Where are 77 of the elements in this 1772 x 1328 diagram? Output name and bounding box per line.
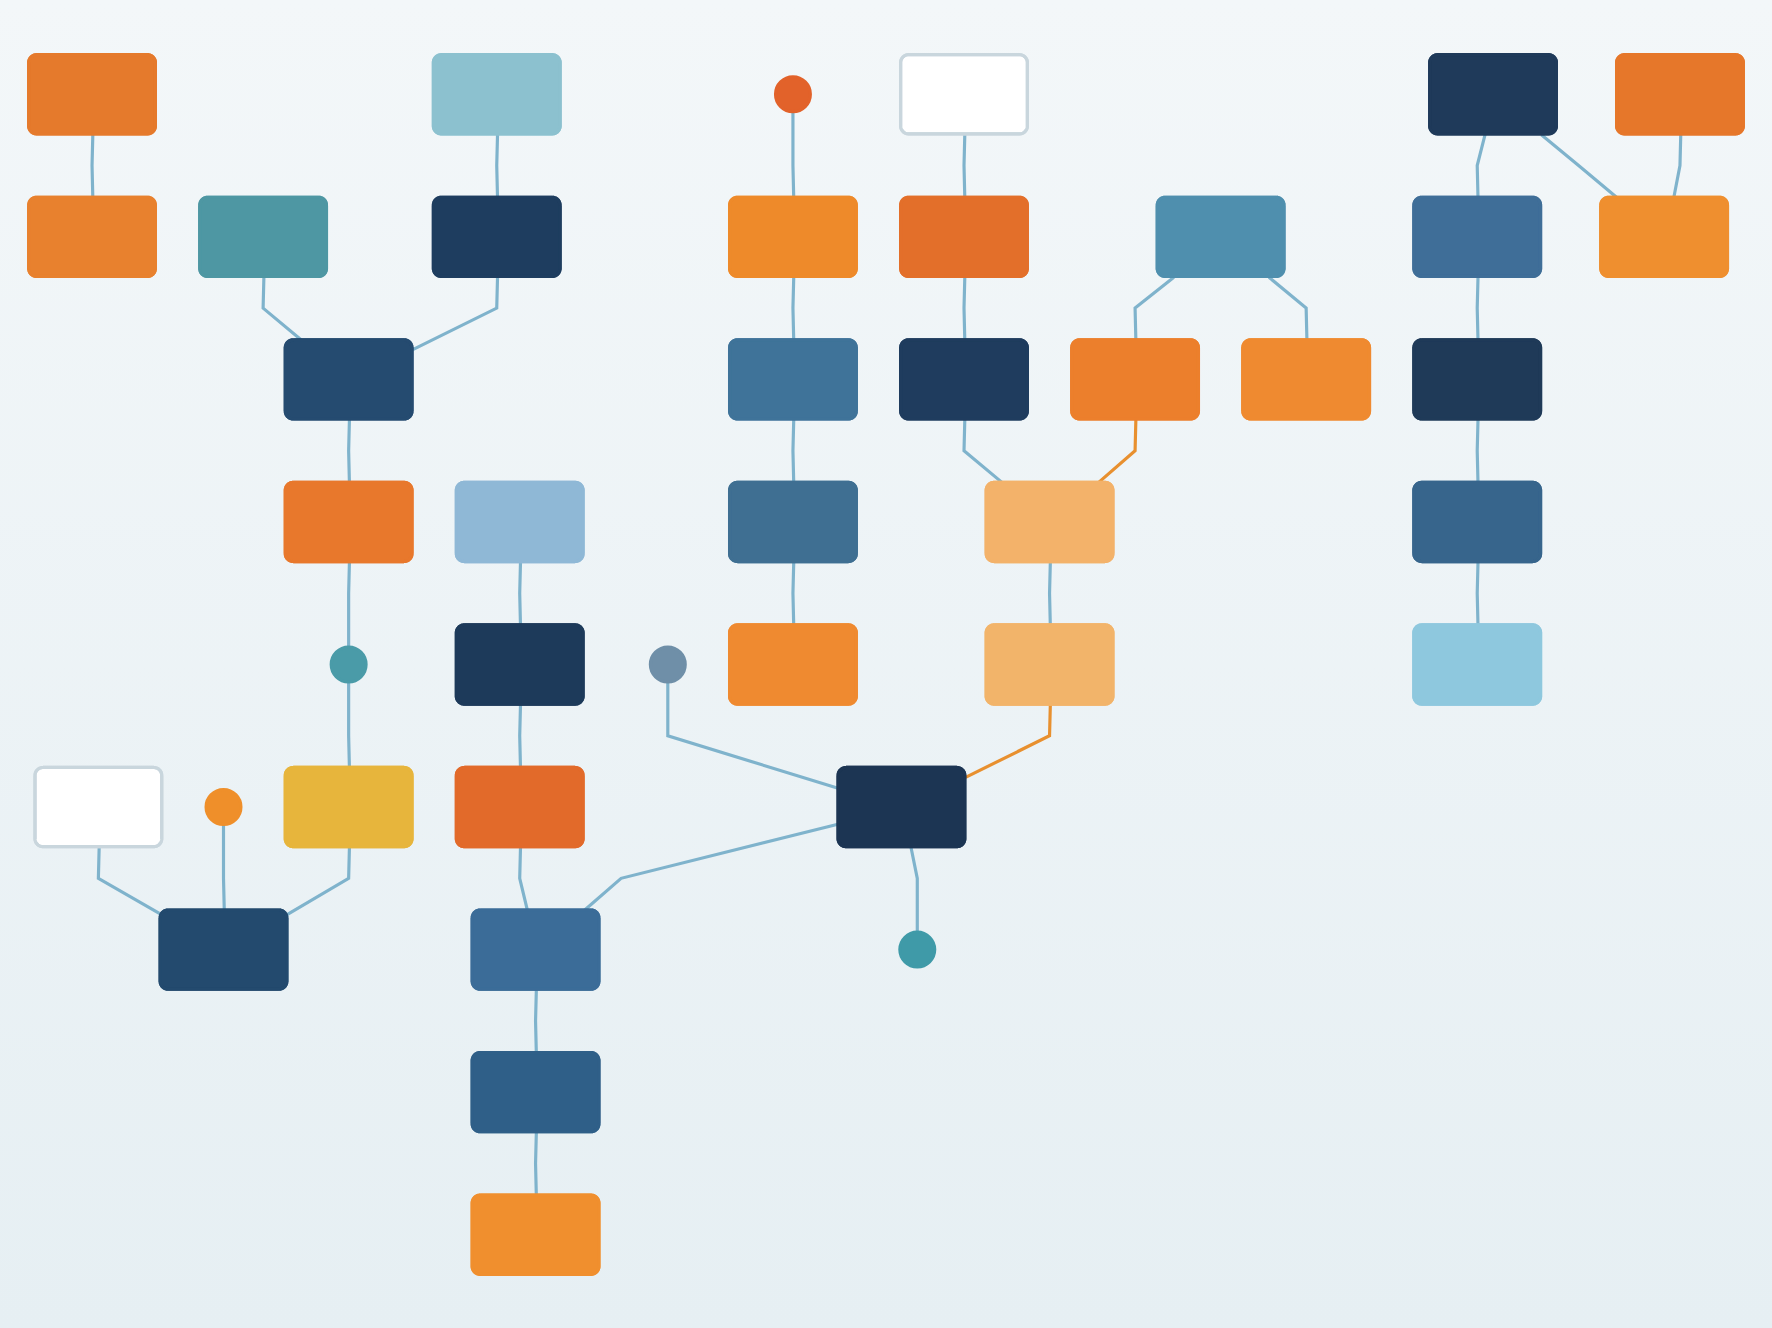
node-box — [158, 907, 289, 991]
connector-line — [518, 561, 523, 626]
node-circle — [329, 645, 368, 683]
connector-line — [1267, 275, 1309, 341]
connector-line — [1475, 561, 1480, 626]
node-box — [728, 480, 858, 563]
connector-line — [791, 276, 796, 341]
node-box — [454, 765, 585, 848]
node-box — [899, 52, 1029, 135]
connector-line — [518, 846, 530, 911]
connector-line — [347, 681, 351, 768]
connector-line — [495, 134, 500, 198]
node-box — [836, 765, 967, 848]
connector-line — [1475, 276, 1480, 341]
connector-line — [1540, 132, 1619, 199]
connector-line — [964, 704, 1052, 779]
node-circle — [204, 787, 243, 826]
connector-line — [347, 419, 351, 483]
connector-line — [412, 276, 500, 351]
connector-line — [1096, 419, 1138, 484]
node-box — [283, 765, 414, 848]
node-box — [431, 52, 562, 135]
node-box — [1070, 337, 1201, 421]
node-box — [984, 622, 1115, 706]
connector-line — [533, 1132, 538, 1196]
node-box — [1412, 337, 1543, 421]
connector-line — [1475, 419, 1480, 483]
node-box — [33, 765, 164, 848]
node-box — [1412, 622, 1543, 706]
connector-line — [90, 134, 95, 198]
connector-line — [221, 824, 226, 911]
connector-line — [96, 846, 163, 916]
node-box — [454, 622, 585, 706]
node-box — [1412, 195, 1543, 278]
node-box — [27, 52, 157, 135]
node-box — [470, 907, 601, 991]
node-circle — [648, 645, 687, 683]
node-box — [1412, 480, 1543, 563]
connector-line — [518, 704, 523, 768]
node-box — [431, 195, 562, 278]
connector-line — [1475, 133, 1487, 198]
node-box — [728, 337, 858, 421]
node-box — [1615, 52, 1745, 135]
connector-line — [347, 561, 351, 647]
node-box — [470, 1050, 601, 1133]
connector-line — [1672, 134, 1683, 198]
node-box — [899, 195, 1029, 278]
connector-line — [582, 821, 840, 912]
connector-line — [1047, 561, 1052, 626]
node-circle — [773, 74, 812, 113]
connector-line — [962, 419, 1004, 484]
connector-line — [666, 681, 840, 790]
connector-line — [791, 419, 796, 483]
node-box — [1241, 337, 1372, 421]
node-box — [1599, 195, 1730, 278]
node-box — [283, 337, 414, 421]
node-box — [454, 480, 585, 563]
node-box — [470, 1193, 601, 1276]
connector-line — [261, 276, 303, 342]
node-box — [27, 195, 157, 278]
connector-line — [791, 111, 796, 198]
connector-line — [791, 561, 796, 626]
node-box — [198, 195, 329, 278]
connector-line — [533, 989, 538, 1053]
node-box — [728, 622, 858, 706]
node-box — [283, 480, 414, 563]
node-circle — [898, 930, 937, 969]
node-box — [728, 195, 858, 278]
connector-line — [962, 276, 967, 341]
connector-line — [1133, 275, 1175, 341]
node-box — [984, 480, 1115, 563]
node-box — [1155, 195, 1286, 278]
connector-line — [962, 134, 967, 198]
node-box — [899, 337, 1029, 421]
connector-line — [909, 846, 919, 932]
node-box — [1428, 52, 1558, 135]
connector-line — [285, 846, 351, 916]
